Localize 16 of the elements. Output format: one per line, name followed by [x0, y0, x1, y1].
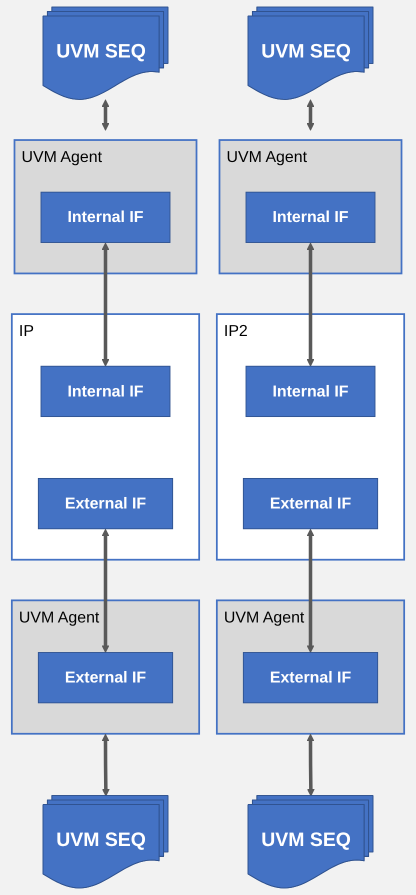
arrow — [102, 242, 110, 367]
arrow — [306, 242, 314, 367]
arrow — [102, 734, 110, 796]
arrow — [306, 99, 314, 131]
node-box: External IF — [38, 652, 174, 704]
node-box: External IF — [242, 478, 378, 530]
arrow — [102, 99, 110, 131]
arrow — [306, 528, 314, 653]
node-box: External IF — [242, 652, 378, 704]
node-box: External IF — [38, 478, 174, 530]
arrow — [306, 734, 315, 796]
node-box: Internal IF — [246, 366, 376, 418]
node-box: Internal IF — [40, 192, 170, 243]
arrow — [102, 528, 110, 653]
node-box: Internal IF — [40, 366, 170, 418]
node-box: Internal IF — [246, 192, 376, 243]
